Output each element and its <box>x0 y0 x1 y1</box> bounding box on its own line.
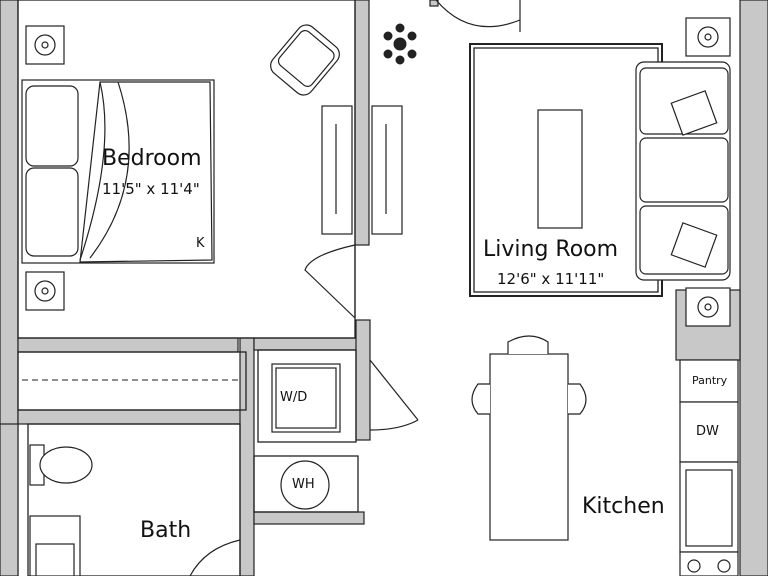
kitchen-counter <box>679 359 739 576</box>
bedroom-outline <box>17 0 356 339</box>
living-room-label: Living Room <box>483 237 619 262</box>
wall-laundry-top <box>253 337 369 351</box>
bath-outline <box>27 423 241 576</box>
bedroom-closet-doors <box>321 105 403 235</box>
wall-bath-right <box>239 337 255 576</box>
wall-divider <box>0 423 19 576</box>
dishwasher-label: DW <box>696 424 719 439</box>
wall-laundry-right <box>355 319 371 441</box>
bedroom-door <box>304 244 356 319</box>
sofa <box>635 61 731 281</box>
fan-icons <box>25 17 731 327</box>
washer-dryer-label: W/D <box>280 390 308 405</box>
fan-icon <box>685 287 731 327</box>
wall-bedroom-right <box>354 0 370 246</box>
washer-dryer <box>271 363 341 433</box>
bed-size-label: K <box>196 236 205 251</box>
laundry-outline <box>257 349 357 443</box>
fan-icon <box>25 25 65 65</box>
bath-door <box>189 539 241 576</box>
wh-outline <box>253 455 359 513</box>
coffee-table <box>537 109 583 229</box>
fan-icon <box>685 17 731 57</box>
outer-wall-right <box>739 0 768 576</box>
laundry-door <box>369 359 419 431</box>
wall-wh-bottom <box>253 511 365 525</box>
front-door <box>435 0 521 32</box>
vanity <box>29 515 81 576</box>
wall-bedroom-bottom <box>17 337 239 353</box>
bath-label: Bath <box>140 518 192 543</box>
toilet <box>29 444 93 486</box>
water-heater <box>280 460 330 510</box>
bed <box>21 79 215 264</box>
bedroom-label: Bedroom <box>102 146 202 171</box>
chair-bedroom <box>270 24 340 96</box>
living-room-dimensions: 12'6" x 11'11" <box>497 270 605 288</box>
water-heater-label: WH <box>292 477 315 492</box>
closet-outline <box>17 351 247 411</box>
wall-closet-bottom <box>17 409 247 425</box>
pantry-label: Pantry <box>692 374 728 387</box>
kitchen-island <box>471 335 587 541</box>
bedroom-dimensions: 11'5" x 11'4" <box>102 180 200 198</box>
fan-icon <box>25 271 65 311</box>
kitchen-label: Kitchen <box>582 494 665 519</box>
plant-icon <box>383 23 417 65</box>
